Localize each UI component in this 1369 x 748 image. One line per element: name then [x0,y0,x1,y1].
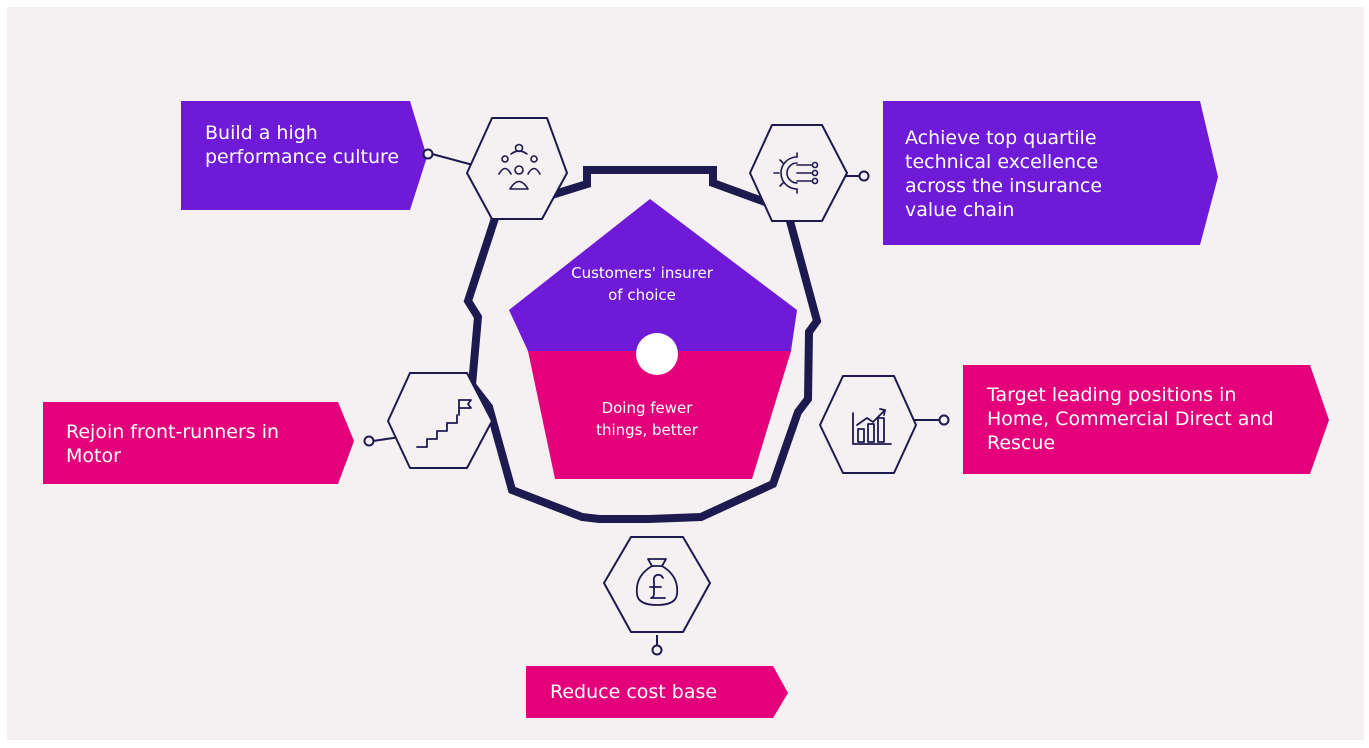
strategy-diagram: Build a high performance culture Achieve… [7,7,1364,740]
objective-culture-text: Build a high performance culture [205,122,400,168]
connector-node-technical [858,170,870,182]
objective-cost-text: Reduce cost base [550,681,718,703]
objective-culture: Build a high performance culture [205,121,415,169]
center-dot [636,333,678,375]
center-top-text: Customers' insurer of choice [571,264,713,304]
connector-culture [431,153,474,166]
center-pentagon-top [509,199,797,351]
money-bag-pound-icon [635,558,679,606]
diagram-graphics [43,101,1329,718]
stairs-flag-icon [416,399,472,448]
banner-shape-cost [526,666,788,718]
banner-shape-technical [883,101,1218,245]
hexagon-culture [466,117,568,220]
connector-node-cost [651,644,663,656]
connector-node-motor [363,435,375,447]
hexagon-motor [387,372,493,469]
objective-motor: Rejoin front-runners in Motor [66,420,306,468]
objective-cost: Reduce cost base [550,680,760,704]
connector-node-home [938,414,950,426]
hexagon-cost [603,536,711,633]
objective-home: Target leading positions in Home, Commer… [987,383,1277,455]
center-pentagon-bottom [528,351,791,479]
objective-motor-text: Rejoin front-runners in Motor [66,421,280,467]
gear-circuit-icon [773,152,819,194]
banner-shape-motor [43,402,354,484]
objective-technical-text: Achieve top quartile technical excellenc… [905,127,1103,221]
center-bottom-text: Doing fewer things, better [596,399,698,439]
objective-technical: Achieve top quartile technical excellenc… [905,126,1155,222]
gear-outline [463,166,822,523]
banner-shape-home [963,365,1329,474]
team-people-icon [498,143,541,190]
connector-node-culture [422,148,434,160]
bar-chart-growth-icon [852,408,892,445]
banner-shape-culture [181,101,427,210]
objective-home-text: Target leading positions in Home, Commer… [987,384,1274,454]
